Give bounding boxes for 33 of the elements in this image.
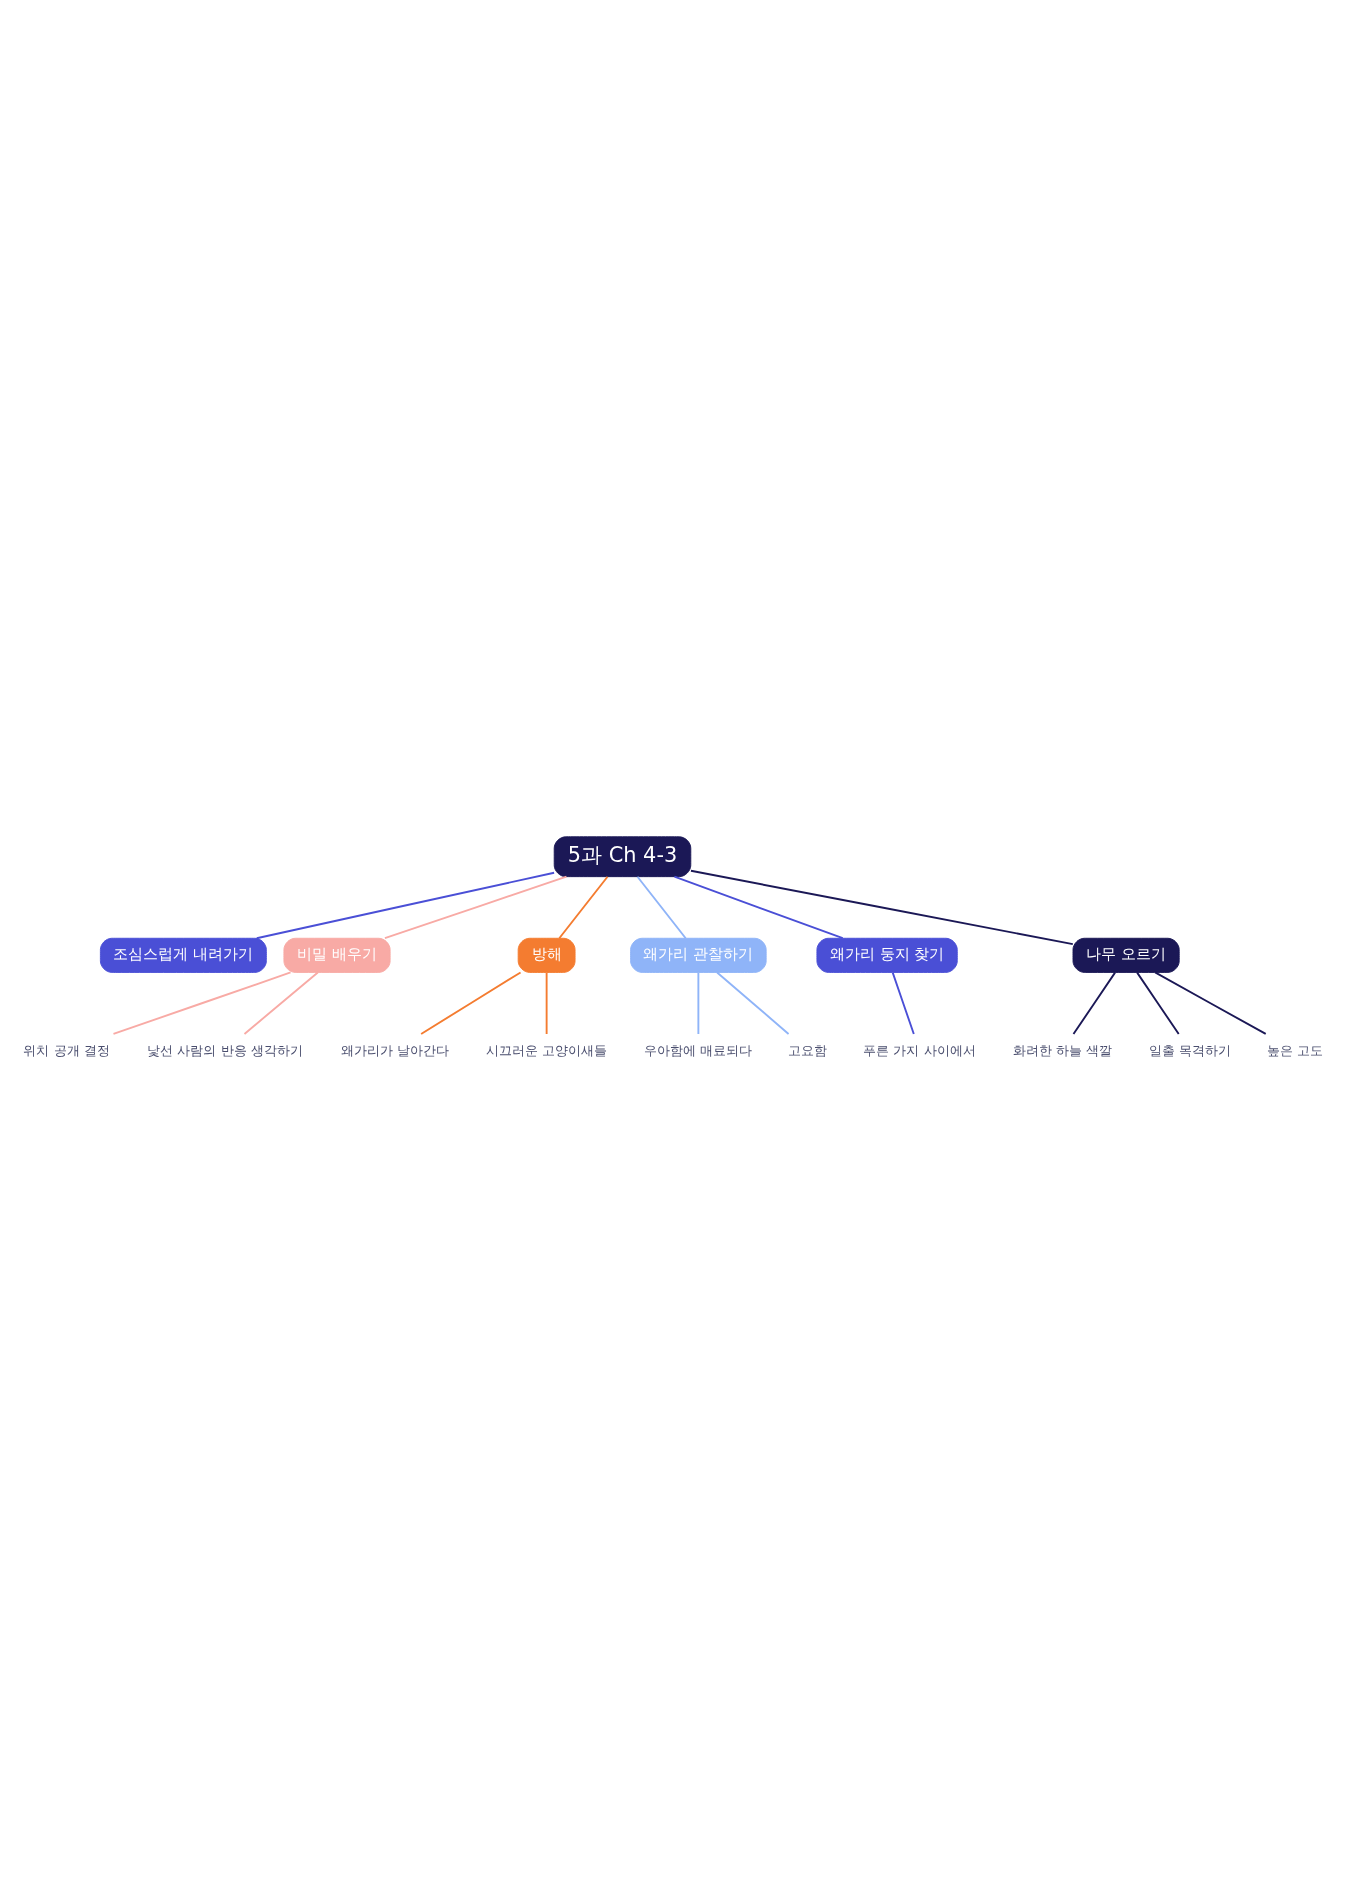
connector [697, 971, 700, 1035]
connector [383, 875, 568, 939]
node-text: 높은 고도 [1266, 1042, 1324, 1058]
connector [673, 875, 844, 939]
node-box: 비밀 배우기 [283, 937, 391, 973]
connector [112, 971, 292, 1035]
node-box: 조심스럽게 내려가기 [99, 937, 267, 973]
node-text: 푸른 가지 사이에서 [863, 1042, 976, 1058]
node-box: 왜가리 둥지 찾기 [816, 937, 958, 973]
connector [716, 971, 790, 1035]
connector [558, 875, 609, 939]
connector [636, 875, 687, 939]
node-text: 낯선 사람의 반응 생각하기 [147, 1042, 303, 1058]
node-text: 왜가리가 날아간다 [340, 1042, 449, 1058]
node-text: 화려한 하늘 색깔 [1012, 1042, 1113, 1058]
connector [420, 971, 522, 1035]
node-text: 위치 공개 결정 [23, 1042, 110, 1058]
connector [255, 871, 556, 939]
connector [1072, 971, 1116, 1035]
connector [545, 971, 548, 1035]
node-text: 우아함에 매료되다 [644, 1042, 753, 1058]
connector [690, 869, 1074, 945]
node-box: 5과 Ch 4-3 [553, 835, 692, 877]
node-box: 방해 [517, 937, 576, 973]
connector [891, 971, 915, 1035]
connector [1154, 971, 1267, 1035]
connector [1136, 971, 1180, 1035]
node-box: 왜가리 관찰하기 [630, 937, 767, 973]
node-box: 나무 오르기 [1072, 937, 1180, 973]
connector [243, 971, 319, 1035]
node-text: 일출 목격하기 [1148, 1042, 1231, 1058]
node-text: 고요함 [787, 1042, 827, 1058]
node-text: 시끄러운 고양이새들 [486, 1042, 608, 1058]
